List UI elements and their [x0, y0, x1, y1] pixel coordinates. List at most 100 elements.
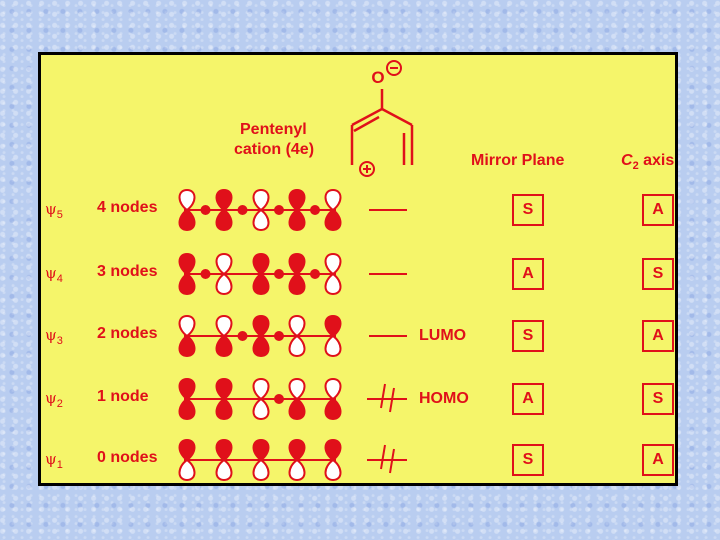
p-orbital-top-lobe	[324, 252, 342, 276]
bond-left	[351, 107, 383, 127]
p-orbital-top-lobe	[215, 252, 233, 276]
p-orbital-bottom-lobe	[215, 272, 233, 296]
p-orbital-bottom-lobe	[324, 397, 342, 421]
p-orbital-bottom-lobe	[252, 397, 270, 421]
c2-symmetry-box: A	[642, 320, 674, 352]
p-orbital-bottom-lobe	[324, 334, 342, 358]
p-orbital-bottom-lobe	[288, 272, 306, 296]
mirror-symmetry-box: A	[512, 383, 544, 415]
bond-left-double	[353, 115, 380, 133]
p-orbital-top-lobe	[215, 314, 233, 338]
p-orbital-bottom-lobe	[288, 334, 306, 358]
p-orbital-top-lobe	[178, 377, 196, 401]
c2-symmetry-box: A	[642, 444, 674, 476]
oxygen-label: O	[371, 68, 384, 87]
minus-charge-icon	[386, 60, 402, 76]
c2-symmetry-box: S	[642, 383, 674, 415]
psi-label: ψ5	[45, 200, 63, 221]
electron-down	[389, 387, 395, 413]
p-orbital-top-lobe	[324, 377, 342, 401]
c2-rest: axis	[638, 152, 675, 169]
psi-symbol: ψ	[45, 389, 57, 407]
p-orbital-top-lobe	[252, 438, 270, 462]
psi-symbol: ψ	[45, 326, 57, 344]
node-count-label: 0 nodes	[97, 449, 158, 466]
lumo-label: LUMO	[419, 327, 467, 344]
p-orbital-top-lobe	[215, 438, 233, 462]
psi-symbol: ψ	[45, 450, 57, 468]
mirror-symmetry-box: S	[512, 194, 544, 226]
c2-subscript: 2	[632, 160, 639, 173]
mo-diagram-panel: O Pentenyl cation (4e) Mirror Plane C2 a…	[38, 52, 678, 486]
plus-charge-icon	[359, 161, 375, 177]
p-orbital-bottom-lobe	[178, 334, 196, 358]
node-count-label: 3 nodes	[97, 263, 158, 280]
p-orbital-top-lobe	[178, 252, 196, 276]
node-count-label: 2 nodes	[97, 325, 158, 342]
node-dot	[310, 205, 320, 215]
p-orbital-bottom-lobe	[178, 397, 196, 421]
node-dot	[310, 269, 320, 279]
psi-index: 4	[56, 273, 63, 285]
psi-label: ψ4	[45, 264, 63, 285]
psi-index: 1	[56, 459, 63, 471]
node-dot	[274, 331, 284, 341]
p-orbital-top-lobe	[324, 314, 342, 338]
c2-axis-header: C2 axis	[621, 152, 674, 172]
psi-symbol: ψ	[45, 264, 57, 282]
c2-symmetry-box: A	[642, 194, 674, 226]
psi-index: 5	[56, 209, 63, 221]
node-dot	[274, 205, 284, 215]
psi-label: ψ2	[45, 389, 63, 410]
p-orbital-bottom-lobe	[178, 272, 196, 296]
p-orbital-bottom-lobe	[252, 208, 270, 232]
p-orbital-top-lobe	[252, 188, 270, 212]
p-orbital-top-lobe	[252, 314, 270, 338]
psi-label: ψ3	[45, 326, 63, 347]
psi-index: 3	[56, 335, 63, 347]
p-orbital-bottom-lobe	[324, 208, 342, 232]
title-line-1: Pentenyl	[240, 121, 307, 138]
p-orbital-top-lobe	[178, 438, 196, 462]
title-line-2: cation (4e)	[234, 141, 315, 158]
p-orbital-bottom-lobe	[215, 208, 233, 232]
psi-symbol: ψ	[45, 200, 57, 218]
p-orbital-bottom-lobe	[324, 272, 342, 296]
node-dot	[200, 269, 211, 279]
p-orbital-top-lobe	[215, 188, 233, 212]
p-orbital-bottom-lobe	[215, 334, 233, 358]
p-orbital-top-lobe	[324, 438, 342, 462]
p-orbital-bottom-lobe	[178, 208, 196, 232]
p-orbital-bottom-lobe	[288, 208, 306, 232]
p-orbital-bottom-lobe	[252, 334, 270, 358]
p-orbital-bottom-lobe	[215, 397, 233, 421]
p-orbital-top-lobe	[288, 252, 306, 276]
p-orbital-bottom-lobe	[252, 272, 270, 296]
p-orbital-top-lobe	[252, 377, 270, 401]
mirror-symmetry-box: S	[512, 320, 544, 352]
node-dot	[274, 394, 284, 404]
p-orbital-bottom-lobe	[215, 458, 233, 482]
electron-down	[389, 448, 395, 474]
mirror-symmetry-box: A	[512, 258, 544, 290]
mirror-symmetry-box: S	[512, 444, 544, 476]
node-count-label: 1 node	[97, 388, 149, 405]
node-dot	[237, 331, 248, 341]
node-dot	[200, 205, 211, 215]
homo-label: HOMO	[419, 390, 469, 407]
p-orbital-top-lobe	[252, 252, 270, 276]
p-orbital-bottom-lobe	[324, 458, 342, 482]
p-orbital-top-lobe	[288, 438, 306, 462]
orbital-drawing: O	[178, 60, 414, 482]
p-orbital-top-lobe	[288, 377, 306, 401]
p-orbital-top-lobe	[178, 314, 196, 338]
node-count-label: 4 nodes	[97, 199, 158, 216]
electron-up	[380, 444, 386, 470]
p-orbital-top-lobe	[324, 188, 342, 212]
p-orbital-bottom-lobe	[288, 458, 306, 482]
c2-letter: C	[621, 152, 633, 169]
p-orbital-top-lobe	[288, 188, 306, 212]
mirror-plane-header: Mirror Plane	[471, 152, 565, 169]
c2-symmetry-box: S	[642, 258, 674, 290]
p-orbital-top-lobe	[215, 377, 233, 401]
